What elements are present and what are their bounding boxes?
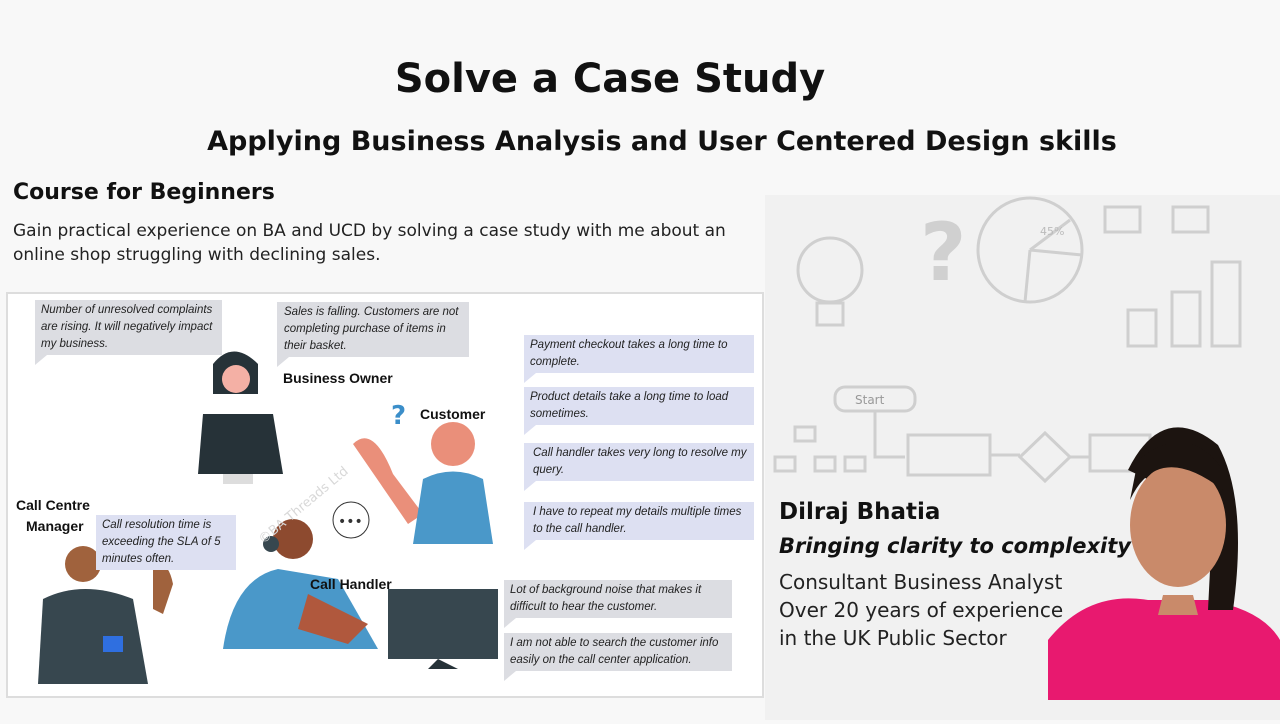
question-icon: ?: [391, 401, 406, 431]
lightbulb-icon: [796, 236, 864, 304]
computer-monitor-icon: [388, 589, 498, 659]
speech-bubble: I am not able to search the customer inf…: [504, 633, 732, 681]
course-description: Gain practical experience on BA and UCD …: [13, 221, 726, 265]
presenter-name: Dilraj Bhatia: [779, 499, 941, 525]
presenter-tagline: Bringing clarity to complexity: [779, 534, 1131, 558]
case-study-illustration: ? ••• ©BA Threads Ltd Number of unresolv…: [6, 292, 764, 698]
presenter-photo: [1048, 410, 1280, 700]
speech-bubble: Product details take a long time to load…: [524, 387, 754, 435]
pie-chart-icon: [976, 196, 1084, 304]
ellipsis-icon: •••: [338, 514, 363, 530]
page-title: Solve a Case Study: [394, 56, 826, 102]
speech-bubble: Sales is falling. Customers are not comp…: [277, 302, 469, 367]
headset-icon: [263, 536, 279, 552]
question-mark-icon: ?: [920, 206, 966, 299]
speech-bubble: Payment checkout takes a long time to co…: [524, 335, 754, 383]
role-call-centre-manager-line1: Call Centre: [16, 497, 90, 513]
mug-icon: [103, 636, 123, 652]
role-business-owner: Business Owner: [283, 370, 393, 386]
page-subtitle: Applying Business Analysis and User Cent…: [207, 126, 1117, 157]
speech-bubble: Call handler takes very long to resolve …: [524, 443, 754, 491]
presenter-sector: in the UK Public Sector: [779, 626, 1007, 650]
speech-bubble: I have to repeat my details multiple tim…: [524, 502, 754, 550]
people-illustration: ? ••• ©BA Threads Ltd: [38, 351, 498, 684]
presenter-role: Consultant Business Analyst: [779, 570, 1063, 594]
speech-bubble: Call resolution time is exceeding the SL…: [96, 515, 236, 570]
speech-bubble: Lot of background noise that makes it di…: [504, 580, 732, 628]
role-call-handler: Call Handler: [310, 576, 392, 592]
speech-bubble: Number of unresolved complaints are risi…: [35, 300, 222, 365]
start-label: Start: [855, 393, 885, 407]
pie-label: 45%: [1040, 225, 1064, 238]
course-heading: Course for Beginners: [13, 180, 275, 205]
role-customer: Customer: [420, 406, 486, 422]
presenter-experience: Over 20 years of experience: [779, 598, 1064, 622]
role-call-centre-manager-line2: Manager: [26, 518, 84, 534]
